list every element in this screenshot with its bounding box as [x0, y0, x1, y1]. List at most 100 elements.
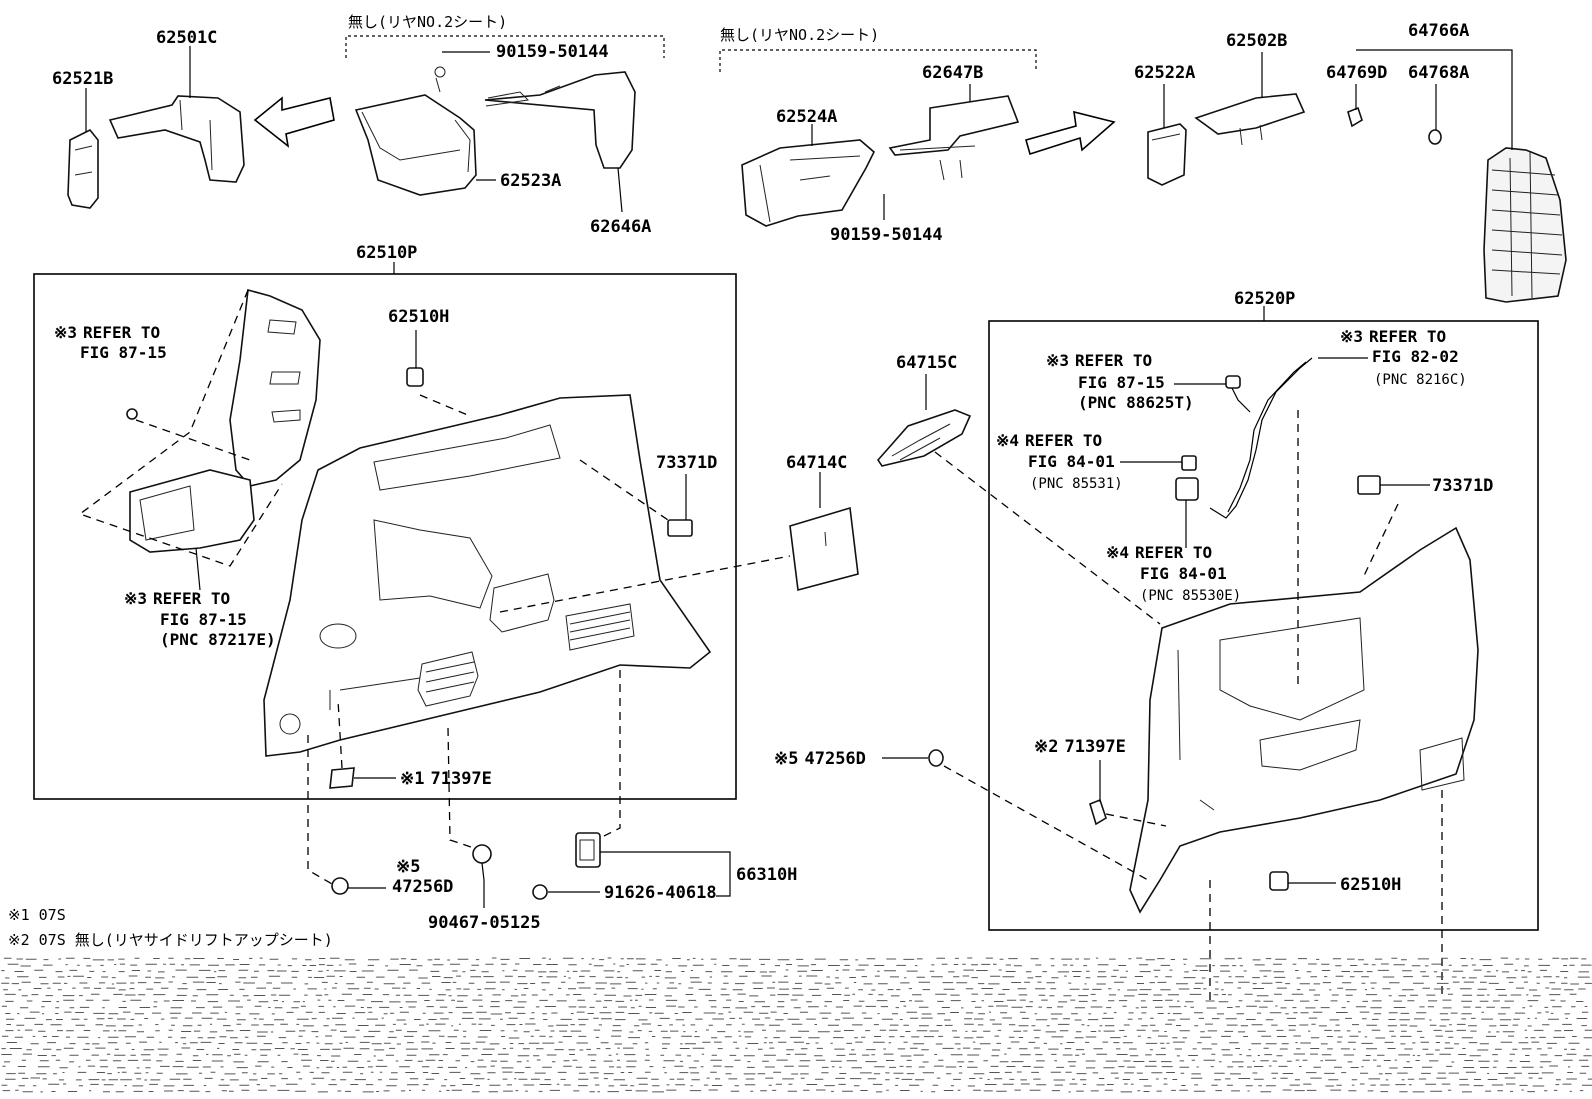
label-66310H: 66310H: [736, 865, 797, 885]
scan-noise-row: [1, 1083, 1592, 1087]
label-64769D: 64769D: [1326, 63, 1387, 83]
label-64715C: 64715C: [896, 353, 957, 373]
part-66310H: [575, 832, 601, 868]
label-62521B: 62521B: [52, 69, 113, 89]
label-64766A: 64766A: [1408, 21, 1469, 41]
refer-note-2-fig: FIG 87-15: [160, 610, 247, 629]
scan-noise-row: [1, 1005, 1588, 1009]
part-62521B: [67, 128, 99, 209]
leader-dashed-66310H: [595, 670, 621, 841]
scan-noise-row: [4, 993, 1577, 997]
scan-noise-row: [3, 957, 1587, 961]
part-62524A: [741, 139, 875, 227]
part-47256D-left: [331, 877, 349, 895]
part-62522A: [1147, 123, 1187, 186]
label-62646A: 62646A: [590, 217, 651, 237]
mark-47256D-left: ※5: [396, 857, 420, 877]
label-90159-b: 90159-50144: [830, 225, 943, 245]
leader-lines: [85, 46, 1513, 908]
label-91626-40618: 91626-40618: [604, 883, 717, 903]
refer-note-3-fig: FIG 82-02: [1372, 347, 1459, 366]
bracket-left-group: [345, 35, 665, 58]
scan-noise-row: [5, 1029, 1592, 1033]
leader-dashed-64714C: [499, 555, 791, 613]
refer-note-4-pnc: (PNC 88625T): [1078, 393, 1194, 412]
scan-noise-row: [5, 975, 1590, 979]
direction-arrow-left: [253, 96, 335, 148]
label-62520P: 62520P: [1234, 289, 1295, 309]
label-62524A: 62524A: [776, 107, 837, 127]
label-64768A: 64768A: [1408, 63, 1469, 83]
leader-dashed-47256D-right: [943, 765, 1149, 881]
footnote-2: ※2 07S 無し(リヤサイドリフトアップシート): [8, 931, 333, 949]
label-62502B: 62502B: [1226, 31, 1287, 51]
scan-noise-row: [2, 1089, 1584, 1093]
label-62510P: 62510P: [356, 243, 417, 263]
part-left-lower-trim: [129, 469, 255, 553]
part-73371D-right: [1357, 475, 1381, 495]
scan-noise-area: [1, 957, 1592, 1093]
label-73371D-right: 73371D: [1432, 476, 1493, 496]
leader-dashed-71397E: [337, 699, 343, 769]
scan-noise-row: [6, 1071, 1587, 1075]
part-71397E-right: [1089, 798, 1107, 826]
part-62510P-panel: [263, 394, 712, 757]
footnote-1: ※1 07S: [8, 906, 66, 924]
label-62522A: 62522A: [1134, 63, 1195, 83]
part-90467-05125: [472, 844, 492, 881]
scan-noise-row: [1, 981, 1592, 985]
direction-arrow-right: [1025, 110, 1116, 156]
part-wire-harness: [1175, 357, 1313, 519]
refer-note-5-fig: FIG 84-01: [1028, 452, 1115, 471]
leader-dashed-left-trim: [78, 289, 283, 567]
bracket-left-label: 無し(リヤNO.2シート): [348, 13, 507, 31]
part-62520P-panel: [1129, 526, 1479, 914]
part-62523A: [354, 66, 477, 196]
label-62647B: 62647B: [922, 63, 983, 83]
label-64714C: 64714C: [786, 453, 847, 473]
refer-note-2-pnc: (PNC 87217E): [160, 630, 276, 649]
refer-note-6-fig: FIG 84-01: [1140, 564, 1227, 583]
scan-noise-row: [2, 1065, 1590, 1069]
label-62501C: 62501C: [156, 28, 217, 48]
part-91626-40618: [532, 884, 548, 900]
part-73371D-left: [667, 519, 693, 537]
scan-noise-row: [1, 1053, 1592, 1057]
label-62510H-top: 62510H: [388, 307, 449, 327]
leader-dashed-64715C: [934, 451, 1161, 625]
leader-dashed-screw: [135, 419, 251, 461]
part-64766A: [1483, 147, 1567, 303]
leader-dashed-62510H: [419, 394, 471, 417]
leader-dashed-71397E-right: [1105, 813, 1167, 827]
scan-noise-row: [5, 1011, 1589, 1015]
part-left-upper-trim: [229, 288, 321, 487]
scan-noise-row: [6, 1041, 1580, 1045]
scan-noise-row: [3, 987, 1586, 991]
scan-noise-row: [1, 1047, 1590, 1051]
label-62510H-bottom: 62510H: [1340, 875, 1401, 895]
scan-noise-row: [7, 963, 1592, 967]
part-62510H-bottom: [1269, 871, 1289, 891]
scan-noise-row: [5, 1077, 1592, 1081]
part-screw-refer-87-15: [126, 408, 138, 420]
refer-note-1-fig: FIG 87-15: [80, 343, 167, 362]
label-90159-a: 90159-50144: [496, 42, 609, 62]
part-64714C: [789, 506, 859, 592]
scan-noise-row: [4, 1059, 1589, 1063]
frame-62510P: [33, 273, 737, 800]
leader-dashed-47256D: [307, 735, 333, 885]
refer-note-5-pnc: (PNC 85531): [1030, 476, 1123, 492]
part-62510H-top: [406, 367, 424, 387]
label-90467-05125: 90467-05125: [428, 913, 541, 933]
bracket-right-label: 無し(リヤNO.2シート): [720, 26, 879, 44]
part-64769D: [1347, 106, 1363, 128]
label-73371D-left: 73371D: [656, 453, 717, 473]
refer-note-6-pnc: (PNC 85530E): [1140, 588, 1241, 604]
scan-noise-row: [6, 1023, 1587, 1027]
